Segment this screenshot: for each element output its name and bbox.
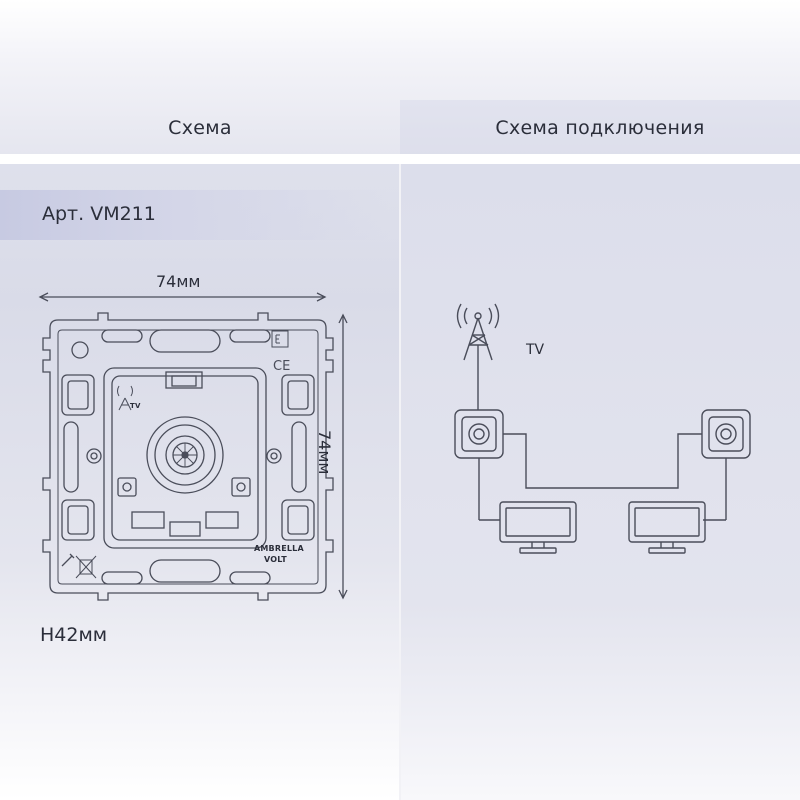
monitor-icon: [628, 501, 706, 554]
article-band: [0, 190, 390, 240]
ground-icon: [71, 341, 89, 359]
socket-frame: [42, 312, 334, 601]
connection-cable: [503, 433, 702, 489]
ce-mark-icon: CE: [273, 359, 290, 374]
brand-line-2: VOLT: [264, 555, 287, 564]
tv-socket-icon: [701, 409, 751, 459]
eac-mark-icon: [271, 330, 289, 348]
connection-panel: [401, 164, 800, 800]
monitor-icon: [499, 501, 577, 554]
tab-connection-scheme[interactable]: Схема подключения: [400, 100, 800, 155]
socket-mechanism: [103, 367, 267, 549]
icon-tv-label: TV: [130, 402, 141, 410]
tv-label: TV: [526, 342, 545, 358]
depth-label: H42мм: [40, 624, 108, 646]
no-bin-icon: [75, 555, 97, 579]
panel-divider: [399, 164, 401, 800]
tab-scheme-label: Схема: [168, 116, 232, 139]
header-divider: [0, 154, 800, 164]
width-dimension: 74мм: [156, 272, 201, 291]
tab-connection-label: Схема подключения: [495, 116, 705, 139]
tool-icon: [61, 553, 75, 567]
tv-socket-icon: [454, 409, 504, 459]
tab-scheme[interactable]: Схема: [0, 100, 400, 155]
header: [0, 0, 800, 155]
article-number: Арт. VM211: [42, 203, 156, 225]
brand-line-1: AMBRELLA: [254, 544, 304, 553]
antenna-mark-icon: [117, 385, 133, 411]
coax-connector: [146, 416, 224, 494]
antenna-icon: [456, 303, 500, 410]
